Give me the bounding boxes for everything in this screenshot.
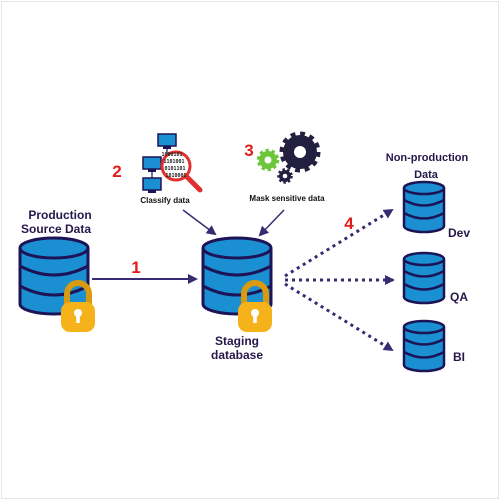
step-4-number: 4 — [344, 214, 354, 233]
bi-database-icon — [402, 319, 446, 373]
qa-label: QA — [450, 290, 468, 304]
qa-database-icon — [402, 251, 446, 305]
mask-sensitive-data-label: Mask sensitive data — [249, 194, 325, 203]
nonprod-label-line1: Non-production — [386, 152, 469, 164]
staging-label-line1: Staging — [215, 334, 259, 348]
step-3-number: 3 — [244, 141, 253, 160]
dev-database-icon — [402, 180, 446, 234]
dev-label: Dev — [448, 226, 470, 240]
binary-line-1: 1000101 — [161, 152, 182, 158]
staging-label-line2: database — [211, 348, 263, 362]
arrow-mask-to-staging — [258, 209, 285, 237]
binary-line-3: 0101101 — [164, 166, 185, 172]
production-label-line2: Source Data — [21, 222, 91, 236]
arrow-staging-to-dev — [284, 208, 394, 278]
binary-line-4: 1010001 — [165, 173, 186, 179]
gear-icon-green — [256, 148, 280, 172]
production-label-line1: Production — [28, 208, 91, 222]
step-2-number: 2 — [112, 162, 121, 181]
classify-data-label: Classify data — [140, 196, 190, 205]
gear-icon-dark-small — [277, 168, 293, 184]
magnifier-icon: 1000101 1101001 0101101 1010001 — [160, 150, 203, 193]
nonprod-label-line2: Data — [414, 169, 439, 181]
bi-label: BI — [453, 350, 465, 364]
gear-icon-dark-large — [279, 131, 321, 173]
binary-line-2: 1101001 — [163, 159, 184, 165]
step-1-number: 1 — [131, 258, 140, 277]
arrow-classify-to-staging — [182, 209, 217, 236]
arrow-staging-to-bi — [284, 282, 394, 352]
